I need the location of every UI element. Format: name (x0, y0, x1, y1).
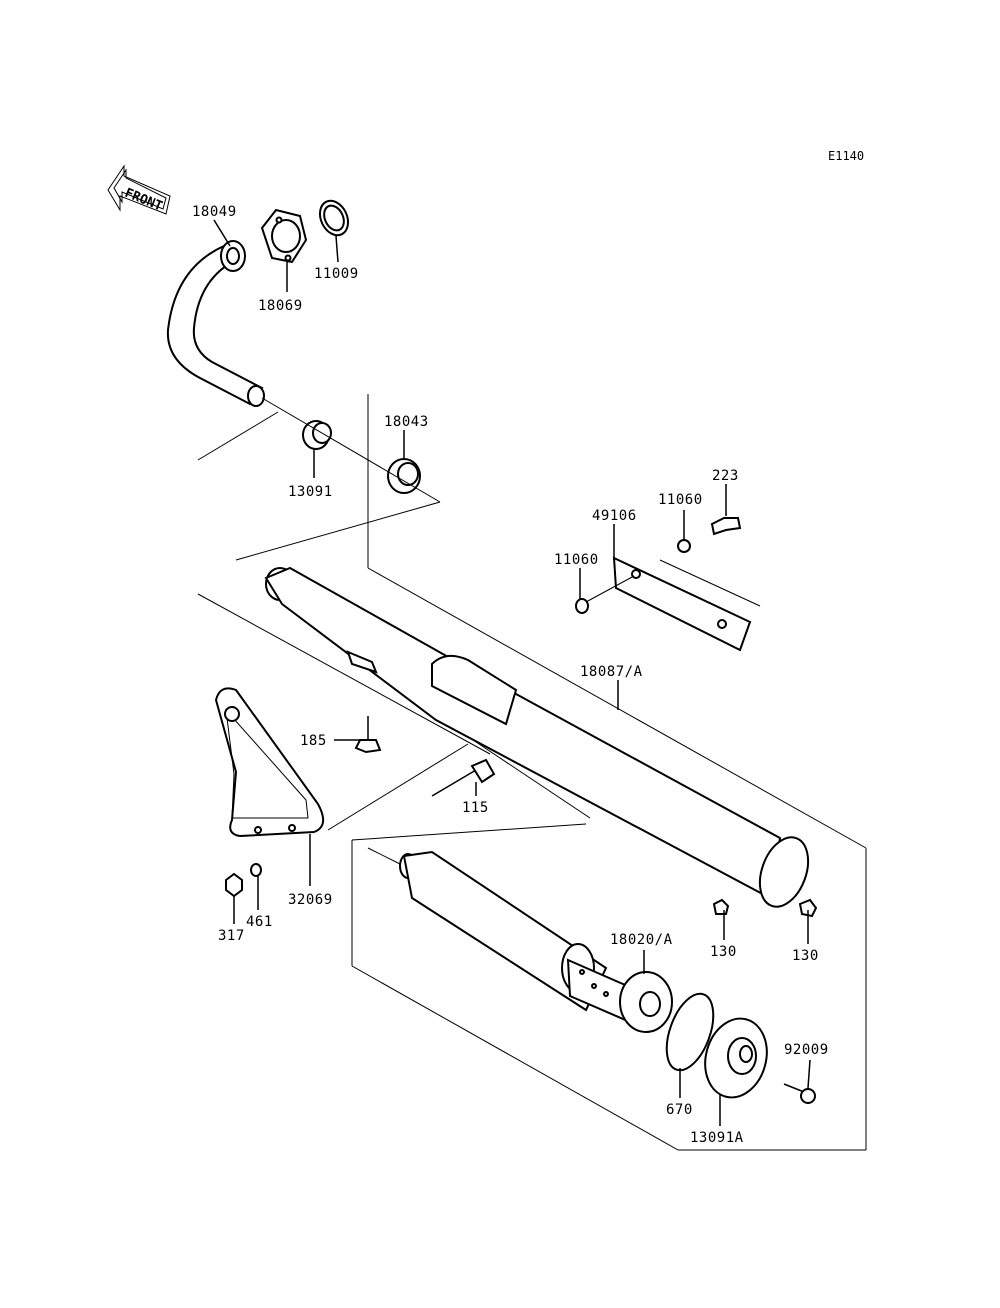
diagram-code: E1140 (828, 149, 864, 163)
label-11060-b: 11060 (554, 552, 599, 568)
label-18087a: 18087/A (580, 664, 643, 680)
label-18020a: 18020/A (610, 932, 673, 948)
heat-guard (585, 556, 761, 652)
label-115: 115 (462, 800, 489, 816)
o-ring (665, 992, 715, 1072)
label-18069: 18069 (258, 298, 303, 314)
exhaust-gasket (318, 199, 350, 237)
label-13091: 13091 (288, 484, 333, 500)
label-11009: 11009 (314, 266, 359, 282)
muffler-body (264, 566, 810, 908)
washer-11060-b (575, 598, 589, 614)
bolt-115 (431, 758, 496, 797)
nut-317 (225, 872, 243, 898)
bolt-130-b (798, 898, 818, 918)
washer-461 (250, 863, 262, 877)
bolt-223 (710, 517, 742, 536)
bolt-185 (354, 716, 382, 754)
pipe-seal (302, 420, 332, 450)
label-185: 185 (300, 733, 327, 749)
label-18049: 18049 (192, 204, 237, 220)
label-317: 317 (218, 928, 245, 944)
label-461: 461 (246, 914, 273, 930)
end-cap (704, 1017, 768, 1099)
silencer-core (367, 847, 673, 1033)
label-18043: 18043 (384, 414, 429, 430)
label-130-a: 130 (710, 944, 737, 960)
label-49106: 49106 (592, 508, 637, 524)
label-11060-a: 11060 (658, 492, 703, 508)
assembly-lines (197, 394, 867, 1151)
label-92009: 92009 (784, 1042, 829, 1058)
exhaust-flange (260, 208, 308, 264)
front-label: FRONT (123, 186, 165, 215)
label-670: 670 (666, 1102, 693, 1118)
muffler-bracket (214, 687, 325, 838)
label-223: 223 (712, 468, 739, 484)
front-arrow-icon: FRONT (107, 164, 171, 215)
label-130-b: 130 (792, 948, 819, 964)
label-13091a: 13091A (690, 1130, 744, 1146)
cap-bolt (783, 1083, 816, 1104)
label-32069: 32069 (288, 892, 333, 908)
pipe-clamp (387, 458, 421, 494)
leader-lines (213, 219, 811, 1126)
head-pipe (166, 240, 265, 407)
bolt-130-a (712, 898, 730, 915)
washer-11060-a (677, 539, 691, 553)
